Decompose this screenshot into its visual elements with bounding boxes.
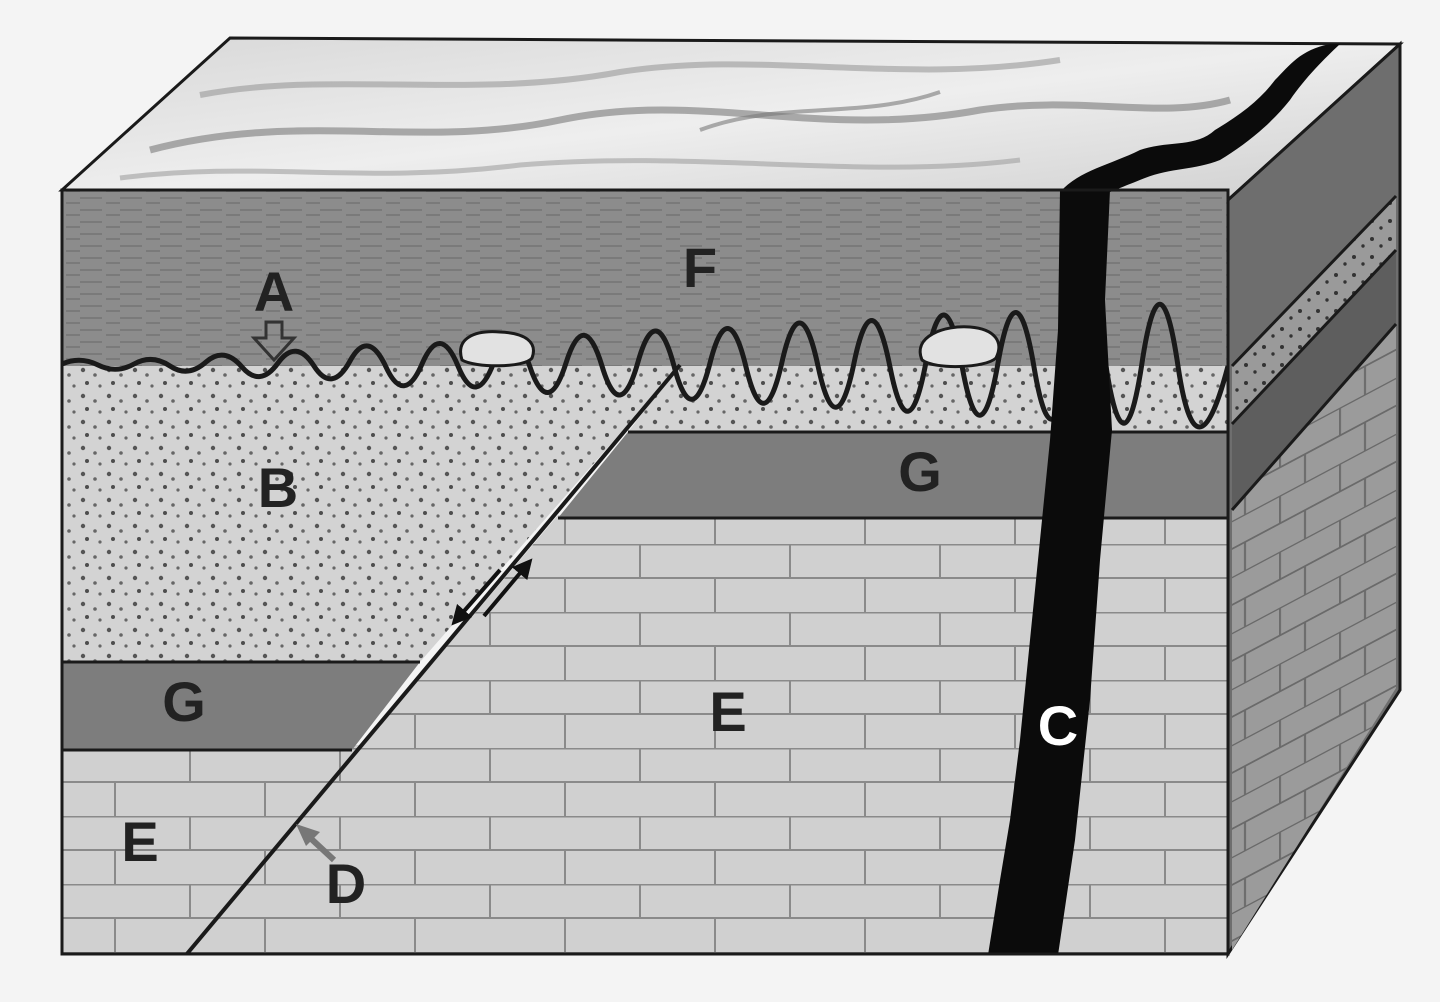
fault-pointer-arrow-D [296, 824, 337, 863]
label-D: D [326, 852, 366, 915]
layer-G-right-block [558, 432, 1228, 518]
label-G-left: G [162, 670, 206, 733]
label-E-left: E [121, 810, 158, 873]
label-C: C [1038, 694, 1078, 757]
layer-G-left-block [62, 662, 420, 750]
label-A: A [254, 260, 294, 323]
fault-line-D [184, 363, 682, 954]
igneous-dike-C-top [1060, 44, 1340, 192]
pebble-2 [918, 325, 1001, 368]
layer-B-left-block [62, 365, 680, 662]
unconformity-arrow-A [250, 320, 298, 363]
top-surface [58, 36, 1404, 202]
label-G-right: G [898, 440, 942, 503]
fault-motion-arrows [451, 558, 533, 626]
label-F: F [683, 236, 717, 299]
side-face [1226, 40, 1402, 960]
layer-E-main-block [186, 515, 1228, 954]
pebble-1 [459, 330, 535, 368]
label-E-main: E [709, 680, 746, 743]
igneous-dike-C [988, 190, 1112, 955]
label-B: B [258, 456, 298, 519]
